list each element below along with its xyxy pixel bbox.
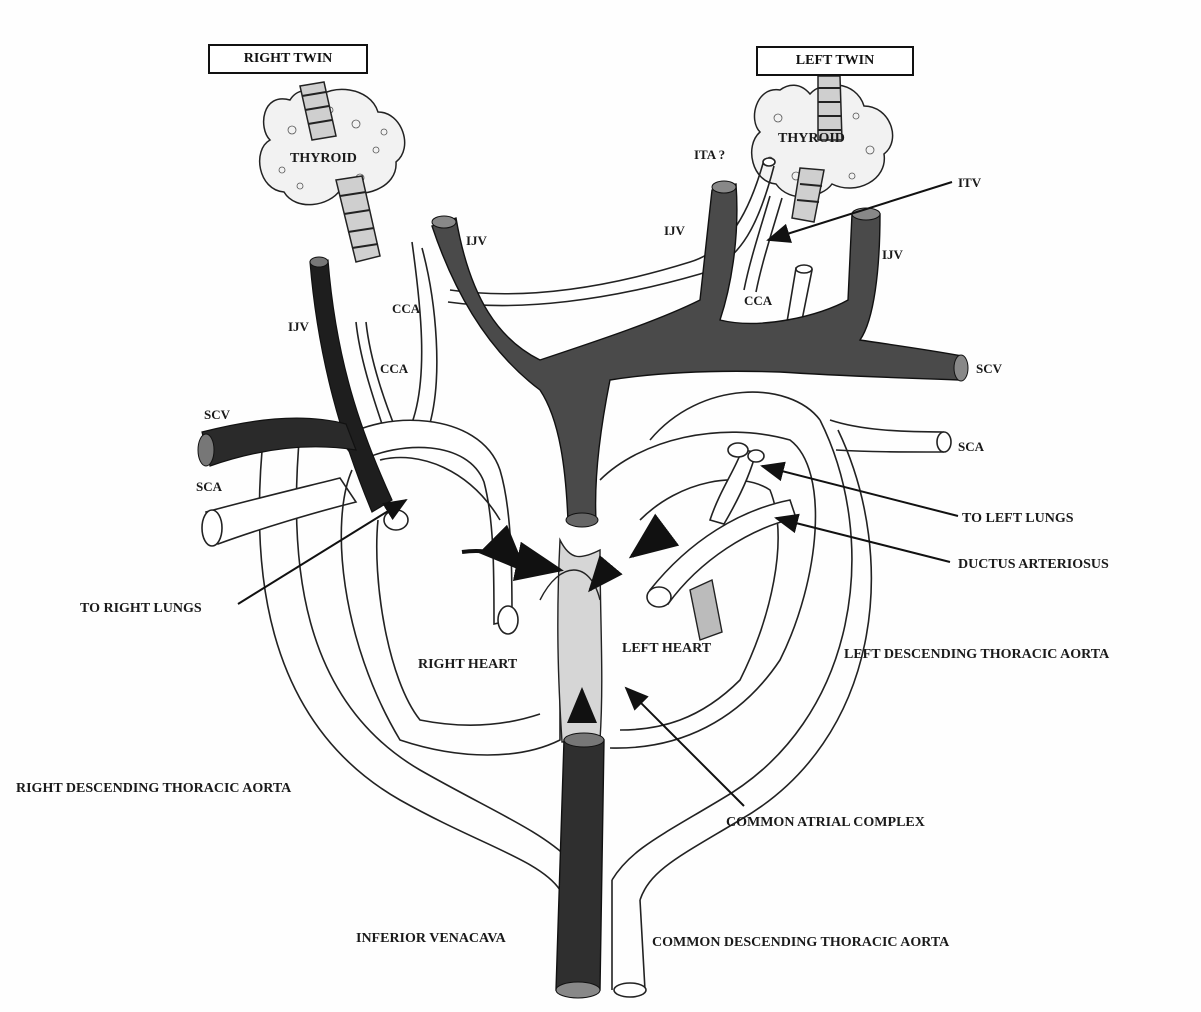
label-left-desc-aorta: LEFT DESCENDING THORACIC AORTA [844, 648, 1109, 662]
label-sca-right: SCA [196, 480, 222, 493]
label-scv-right: SCV [204, 408, 230, 421]
label-sca-left: SCA [958, 440, 984, 453]
cca-right [356, 242, 437, 430]
thyroid-right [260, 89, 405, 204]
itv-vessel [744, 196, 782, 292]
label-right-heart: RIGHT HEART [418, 658, 517, 672]
sca-right [202, 478, 356, 546]
label-ijv-left-inner: IJV [664, 224, 685, 237]
label-ijv-center: IJV [466, 234, 487, 247]
label-cca-left: CCA [744, 294, 772, 307]
label-scv-left: SCV [976, 362, 1002, 375]
left-twin-box: LEFT TWIN [756, 46, 914, 76]
label-to-right-lungs: TO RIGHT LUNGS [80, 602, 202, 616]
label-left-heart: LEFT HEART [622, 642, 711, 656]
right-twin-box: RIGHT TWIN [208, 44, 368, 74]
scv-right [198, 418, 356, 466]
label-to-left-lungs: TO LEFT LUNGS [962, 512, 1074, 526]
label-inferior-venacava: INFERIOR VENACAVA [356, 932, 506, 946]
label-thyroid-right: THYROID [290, 152, 357, 166]
label-thyroid-left: THYROID [778, 132, 845, 146]
label-common-atrial-complex: COMMON ATRIAL COMPLEX [726, 816, 925, 830]
label-right-desc-aorta: RIGHT DESCENDING THORACIC AORTA [16, 782, 291, 796]
label-common-desc-aorta: COMMON DESCENDING THORACIC AORTA [652, 936, 949, 950]
label-ijv-left-outer: IJV [882, 248, 903, 261]
label-ductus-arteriosus: DUCTUS ARTERIOSUS [958, 558, 1109, 572]
label-cca-right-upper: CCA [392, 302, 420, 315]
left-pulmonary-trunk [690, 580, 722, 640]
common-atrial-complex-shape [540, 540, 602, 742]
inferior-vena-cava [556, 733, 604, 998]
label-itv: ITV [958, 176, 981, 189]
label-ita: ITA ? [694, 148, 725, 161]
label-cca-right-lower: CCA [380, 362, 408, 375]
label-ijv-right-twin: IJV [288, 320, 309, 333]
left-heart [600, 392, 951, 748]
central-venous-complex [432, 181, 968, 527]
